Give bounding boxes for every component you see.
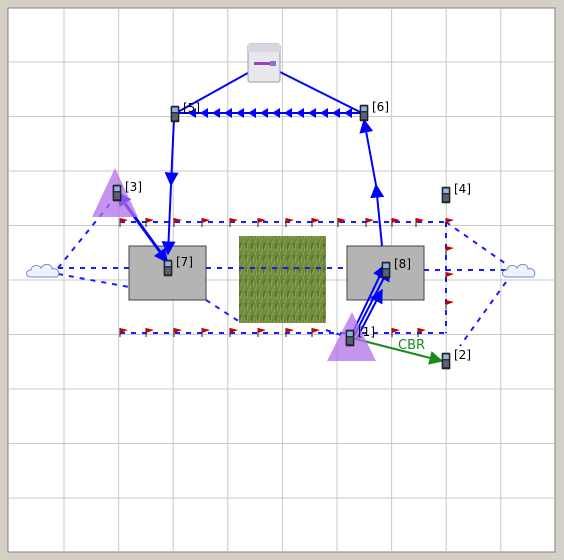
- node-label: [5]: [183, 101, 200, 115]
- mobile-phone-icon: [442, 353, 450, 369]
- cbr-flow-label: CBR: [398, 338, 425, 353]
- mobile-phone-icon: [164, 260, 172, 276]
- server-box-icon[interactable]: [248, 44, 280, 82]
- node-label: [4]: [454, 182, 471, 196]
- grass-patch: [239, 236, 326, 323]
- mobile-phone-icon: [346, 330, 354, 346]
- mobile-phone-icon: [360, 105, 368, 121]
- node-label: [1]: [358, 325, 375, 339]
- mobile-phone-icon: [382, 262, 390, 278]
- node-label: [2]: [454, 348, 471, 362]
- mobile-phone-icon: [113, 185, 121, 201]
- node-label: [8]: [394, 257, 411, 271]
- node-label: [3]: [125, 180, 142, 194]
- node-label: [6]: [372, 100, 389, 114]
- node-label: [7]: [176, 255, 193, 269]
- mobile-phone-icon: [171, 106, 179, 122]
- mobile-phone-icon: [442, 187, 450, 203]
